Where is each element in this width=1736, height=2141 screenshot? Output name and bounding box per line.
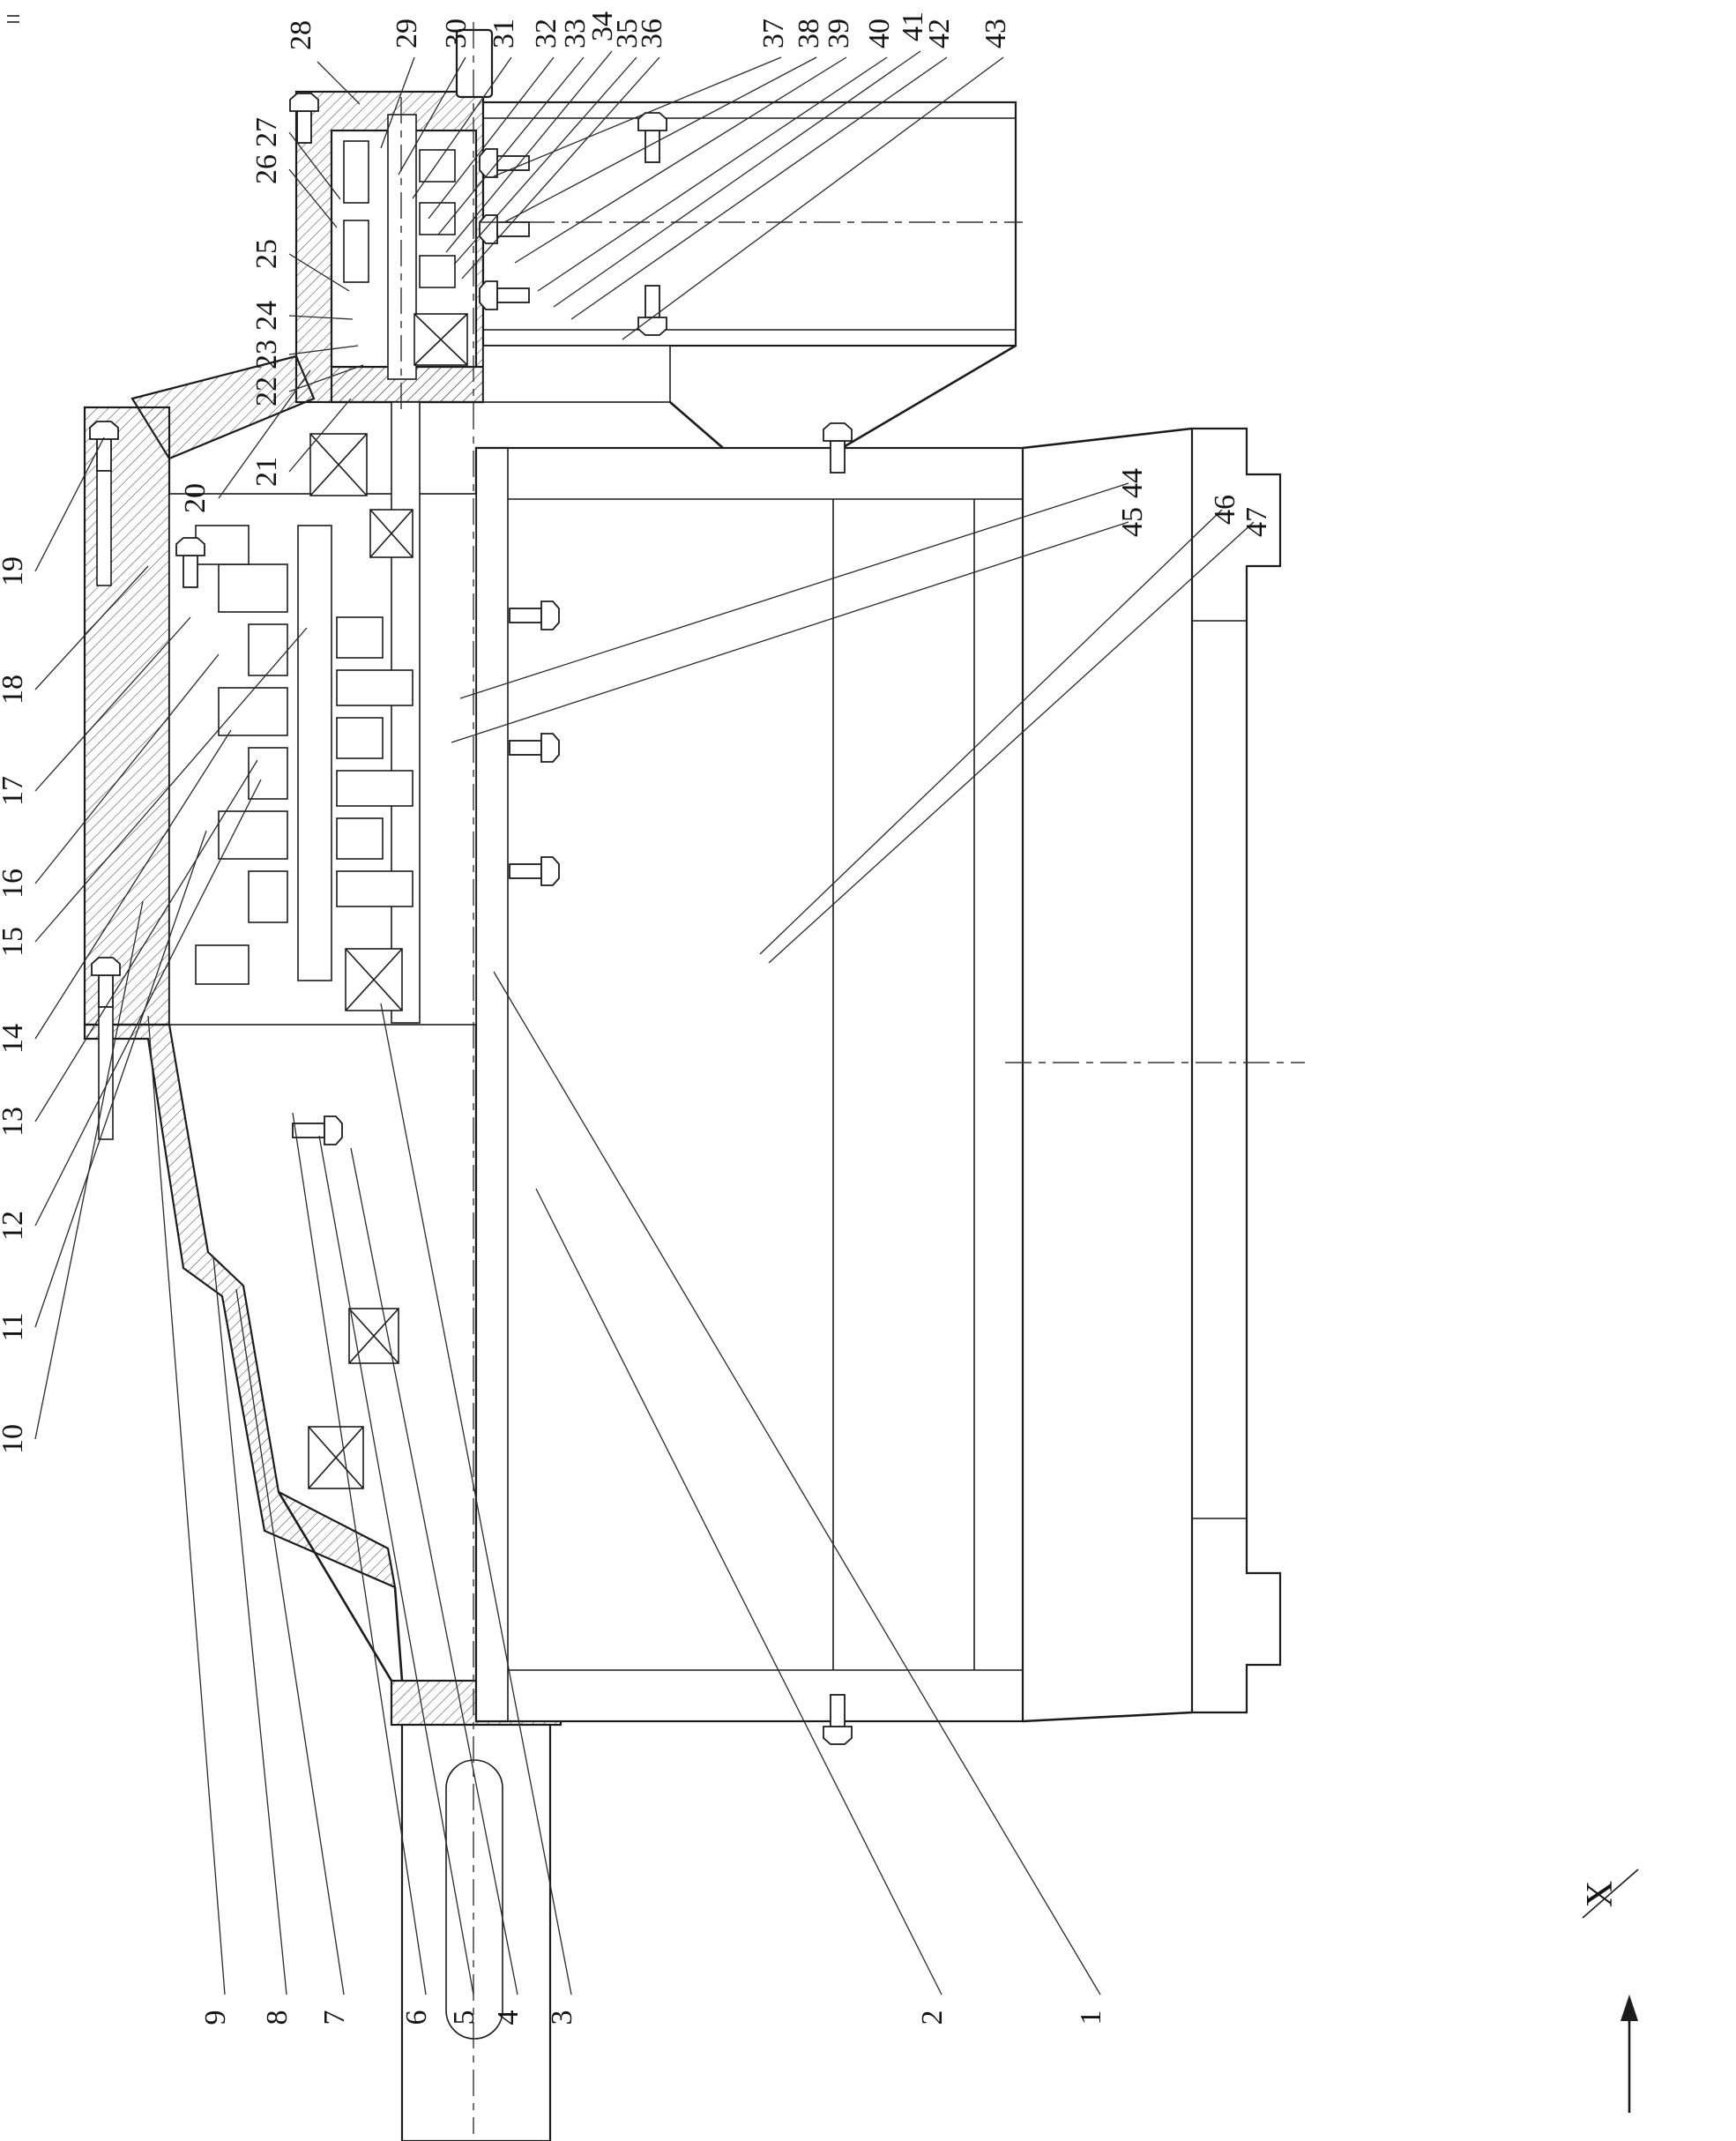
callout-5: 5	[448, 2010, 481, 2025]
callout-24: 24	[250, 301, 283, 331]
shaft-keyway	[445, 1759, 503, 2040]
gear	[336, 717, 384, 759]
gear	[248, 623, 288, 676]
tapered-bearings	[308, 313, 468, 1489]
callout-2: 2	[916, 2010, 949, 2025]
callout-29: 29	[391, 19, 423, 48]
callout-40: 40	[863, 19, 896, 48]
callout-3: 3	[546, 2010, 578, 2025]
callout-46: 46	[1209, 495, 1241, 525]
head-mounting-flange	[482, 345, 671, 403]
bearing-icon	[348, 1308, 399, 1364]
bearing-icon	[369, 509, 414, 558]
head-bearing-block	[343, 140, 369, 204]
centerlines	[400, 22, 1305, 2134]
gear	[336, 870, 414, 907]
callout-13: 13	[0, 1107, 29, 1137]
sun-shaft	[391, 401, 421, 1024]
callout-44: 44	[1116, 468, 1149, 498]
gear	[218, 810, 288, 860]
bearing-icon	[308, 1426, 364, 1489]
callout-21: 21	[250, 457, 283, 487]
bolt-stud	[96, 470, 112, 586]
callout-35: 35	[611, 19, 644, 48]
callout-28: 28	[285, 20, 317, 50]
callout-19: 19	[0, 556, 29, 586]
bearing-icon	[345, 948, 403, 1011]
callout-22: 22	[250, 377, 283, 407]
callout-17: 17	[0, 776, 29, 806]
callout-18: 18	[0, 675, 29, 705]
bearing-icon	[414, 313, 468, 366]
callout-37: 37	[757, 19, 790, 48]
callout-43: 43	[980, 19, 1012, 48]
gear	[336, 616, 384, 659]
head-gear	[419, 149, 456, 183]
callout-41: 41	[897, 11, 929, 41]
gear	[336, 817, 384, 860]
gear	[336, 770, 414, 807]
outlined-bodies	[168, 28, 1282, 2141]
head-pinion-shaft	[387, 114, 417, 380]
gear	[218, 687, 288, 736]
view-direction-marker: X	[1580, 1869, 1639, 2113]
callout-4: 4	[492, 2010, 525, 2025]
main-housing-body	[474, 446, 1024, 1723]
top-input-shaft	[455, 28, 494, 99]
callout-14: 14	[0, 1024, 29, 1054]
callout-27: 27	[250, 117, 283, 147]
callout-6: 6	[400, 2010, 433, 2025]
callout-31: 31	[488, 19, 520, 48]
output-flange-plate	[1190, 427, 1282, 1714]
view-label-tick	[1582, 1869, 1639, 1919]
callout-42: 42	[923, 19, 956, 48]
callout-38: 38	[793, 19, 825, 48]
callout-12: 12	[0, 1211, 29, 1241]
callout-8: 8	[261, 2010, 294, 2025]
view-arrow-head-icon	[1621, 1995, 1638, 2021]
callout-30: 30	[440, 19, 473, 48]
leader-lines	[34, 50, 1255, 1996]
callout-10: 10	[0, 1424, 29, 1454]
callout-1: 1	[1075, 2010, 1107, 2025]
callout-36: 36	[636, 19, 668, 48]
callout-47: 47	[1241, 507, 1273, 537]
callout-26: 26	[250, 154, 283, 184]
gear	[248, 870, 288, 923]
bolt-stud	[98, 1006, 114, 1140]
callout-25: 25	[250, 239, 283, 269]
head-gear	[419, 255, 456, 288]
callout-15: 15	[0, 927, 29, 957]
callout-39: 39	[823, 19, 855, 48]
callout-23: 23	[250, 339, 283, 369]
bearing-icon	[309, 433, 368, 496]
planet-carrier-shaft	[297, 525, 332, 981]
gear	[218, 563, 288, 613]
callout-33: 33	[559, 19, 592, 48]
callout-45: 45	[1116, 507, 1149, 537]
callout-32: 32	[530, 19, 563, 48]
hex-bolt-icon	[292, 1115, 343, 1145]
callout-11: 11	[0, 1313, 29, 1342]
head-bearing-block	[343, 220, 369, 283]
view-label-x: X	[1580, 1881, 1621, 1907]
page-mark	[7, 15, 19, 23]
callout-16: 16	[0, 869, 29, 899]
callouts: 28 29 30 31 32 33 34 35 36 37 38 39 40 4…	[0, 11, 1273, 2025]
lower-left-housing-step	[83, 1023, 397, 1589]
callout-20: 20	[179, 483, 212, 513]
gear	[336, 669, 414, 706]
top-right-housing-block	[481, 101, 1017, 347]
callout-34: 34	[586, 11, 619, 41]
callout-7: 7	[318, 2010, 351, 2025]
callout-9: 9	[199, 2010, 232, 2025]
bearing-block	[195, 944, 250, 985]
